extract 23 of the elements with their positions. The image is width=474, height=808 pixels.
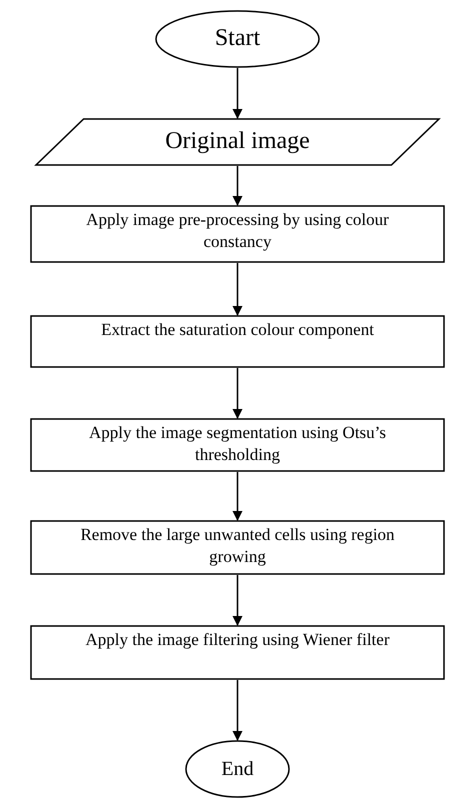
input-parallelogram bbox=[35, 118, 440, 166]
process-box bbox=[30, 625, 445, 680]
step-label: End bbox=[220, 757, 255, 782]
step-label: Remove the large unwanted cells using region growing bbox=[79, 524, 396, 568]
step-label: Original image bbox=[164, 127, 311, 156]
step-label: Start bbox=[214, 24, 262, 54]
step-label: Apply the image filtering using Wiener filter bbox=[84, 629, 390, 651]
arrow bbox=[232, 68, 242, 119]
process-box bbox=[30, 418, 445, 472]
process-box bbox=[30, 315, 445, 368]
arrow bbox=[232, 575, 242, 626]
step-label: Apply image pre-processing by using colour constancy bbox=[85, 209, 390, 254]
arrow bbox=[232, 166, 242, 206]
arrow bbox=[232, 472, 242, 521]
arrow bbox=[232, 368, 242, 419]
arrow bbox=[232, 680, 242, 741]
arrow bbox=[232, 263, 242, 316]
process-box bbox=[30, 205, 445, 263]
terminal-ellipse bbox=[155, 10, 320, 68]
terminal-ellipse bbox=[185, 740, 290, 798]
step-label: Apply the image segmentation using Otsu’s thresholding bbox=[88, 422, 387, 466]
step-label: Extract the saturation colour component bbox=[100, 319, 375, 341]
process-box bbox=[30, 520, 445, 575]
